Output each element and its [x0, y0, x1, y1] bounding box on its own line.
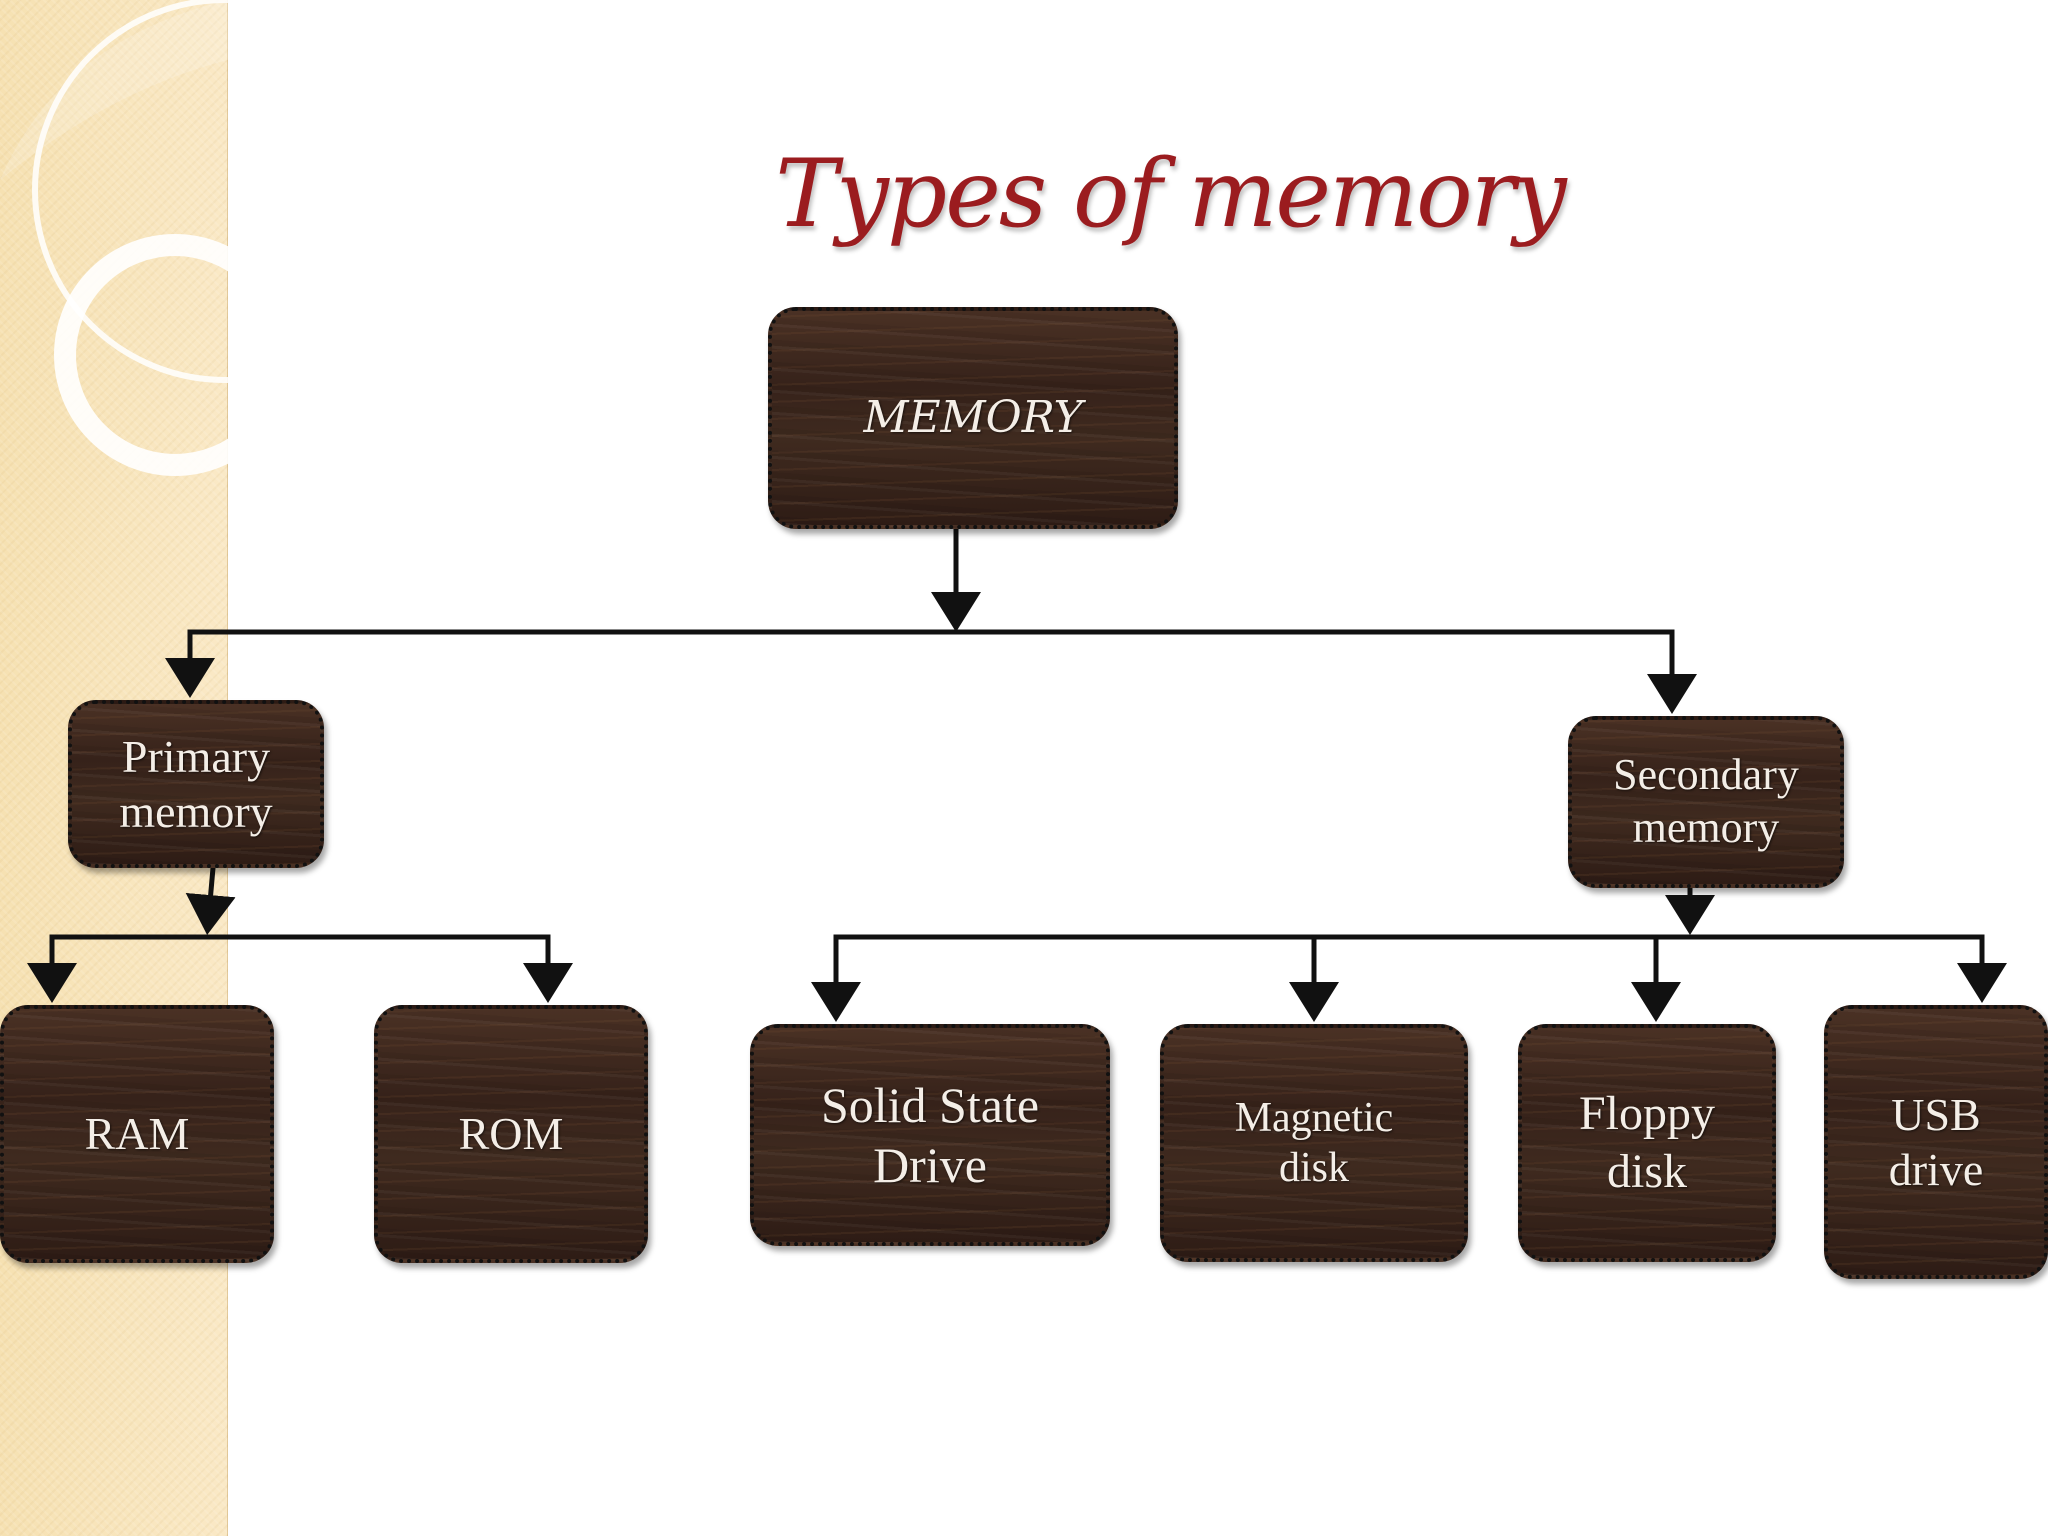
- node-floppy-disk-label: Floppy disk: [1579, 1085, 1715, 1200]
- node-solid-state-drive-line-1: Solid State: [820, 1077, 1040, 1133]
- node-usb-drive: USB drive: [1824, 1005, 2048, 1279]
- node-floppy-disk: Floppy disk: [1518, 1024, 1776, 1262]
- decorative-rings: [0, 0, 228, 476]
- node-secondary-memory-line-1: Secondary: [1613, 750, 1799, 800]
- node-memory: MEMORY: [768, 307, 1178, 529]
- node-solid-state-drive-label: Solid State Drive: [821, 1075, 1039, 1195]
- node-rom-line-1: ROM: [458, 1108, 564, 1160]
- node-primary-memory-label: Primary memory: [119, 729, 272, 839]
- node-memory-line-1: MEMORY: [863, 391, 1083, 443]
- decorative-sheen: [0, 0, 228, 180]
- node-primary-memory-line-2: memory: [119, 786, 273, 837]
- node-magnetic-disk-line-1: Magnetic: [1234, 1094, 1394, 1141]
- node-solid-state-drive: Solid State Drive: [750, 1024, 1110, 1246]
- node-usb-drive-label: USB drive: [1889, 1087, 1984, 1197]
- node-ram: RAM: [0, 1005, 274, 1263]
- node-solid-state-drive-line-2: Drive: [873, 1137, 987, 1193]
- node-magnetic-disk: Magnetic disk: [1160, 1024, 1468, 1262]
- node-primary-memory: Primary memory: [68, 700, 324, 868]
- node-usb-drive-line-2: drive: [1888, 1144, 1984, 1195]
- decorative-ring-large: [32, 0, 228, 383]
- node-rom-label: ROM: [459, 1106, 564, 1161]
- node-magnetic-disk-label: Magnetic disk: [1235, 1093, 1394, 1194]
- node-floppy-disk-line-1: Floppy: [1578, 1087, 1716, 1141]
- edge-primary-down: [185, 865, 236, 935]
- node-ram-label: RAM: [85, 1106, 190, 1161]
- node-secondary-memory: Secondary memory: [1568, 716, 1844, 888]
- node-usb-drive-line-1: USB: [1891, 1088, 1981, 1140]
- slide-title: Types of memory: [775, 140, 1567, 249]
- node-secondary-memory-label: Secondary memory: [1613, 749, 1799, 855]
- node-memory-label: MEMORY: [863, 392, 1082, 445]
- node-primary-memory-line-1: Primary: [121, 730, 271, 782]
- node-floppy-disk-line-2: disk: [1606, 1145, 1687, 1198]
- decorative-ring-small: [54, 234, 228, 476]
- node-secondary-memory-line-2: memory: [1632, 803, 1780, 852]
- node-rom: ROM: [374, 1005, 648, 1263]
- node-ram-line-1: RAM: [84, 1108, 190, 1160]
- node-magnetic-disk-line-2: disk: [1278, 1145, 1349, 1191]
